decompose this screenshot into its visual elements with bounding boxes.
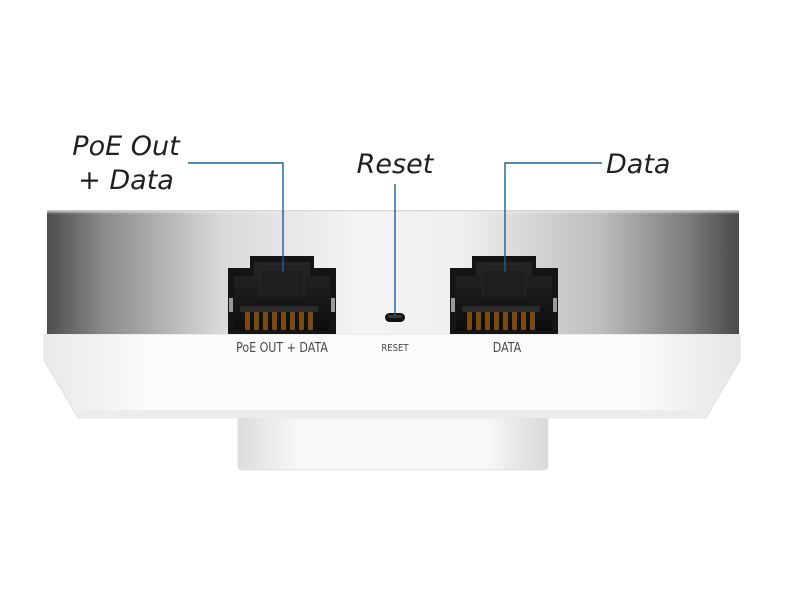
poe-port: [228, 256, 336, 334]
port-label-data: DATA: [492, 341, 522, 356]
mount-stem: [237, 411, 549, 471]
callout-poe-line1: PoE Out: [72, 131, 180, 162]
housing-base-shadow: [78, 410, 706, 418]
poe-port-side-left: [229, 298, 233, 312]
port-label-poe: PoE OUT + DATA: [236, 341, 328, 356]
poe-port-side-right: [331, 298, 335, 312]
data-port-pins: [467, 310, 535, 330]
data-port-tab: [481, 269, 527, 297]
data-port-side-right: [553, 298, 557, 312]
port-label-reset: RESET: [381, 343, 409, 354]
poe-port-tab: [259, 269, 305, 297]
data-port-side-left: [451, 298, 455, 312]
housing-band-top-edge: [47, 210, 739, 214]
poe-port-pin-shadow: [240, 306, 318, 312]
callout-reset: Reset: [356, 149, 434, 180]
data-leader-line: [504, 162, 602, 272]
poe-leader-line: [188, 162, 284, 272]
poe-port-pins: [245, 310, 313, 330]
data-port-pin-shadow: [462, 306, 540, 312]
callout-poe-out-data: PoE Out + Data: [66, 130, 186, 198]
reset-button-shine: [388, 315, 402, 318]
callout-data: Data: [606, 149, 671, 180]
data-port: [450, 256, 558, 334]
callout-poe-line2: + Data: [78, 165, 174, 196]
